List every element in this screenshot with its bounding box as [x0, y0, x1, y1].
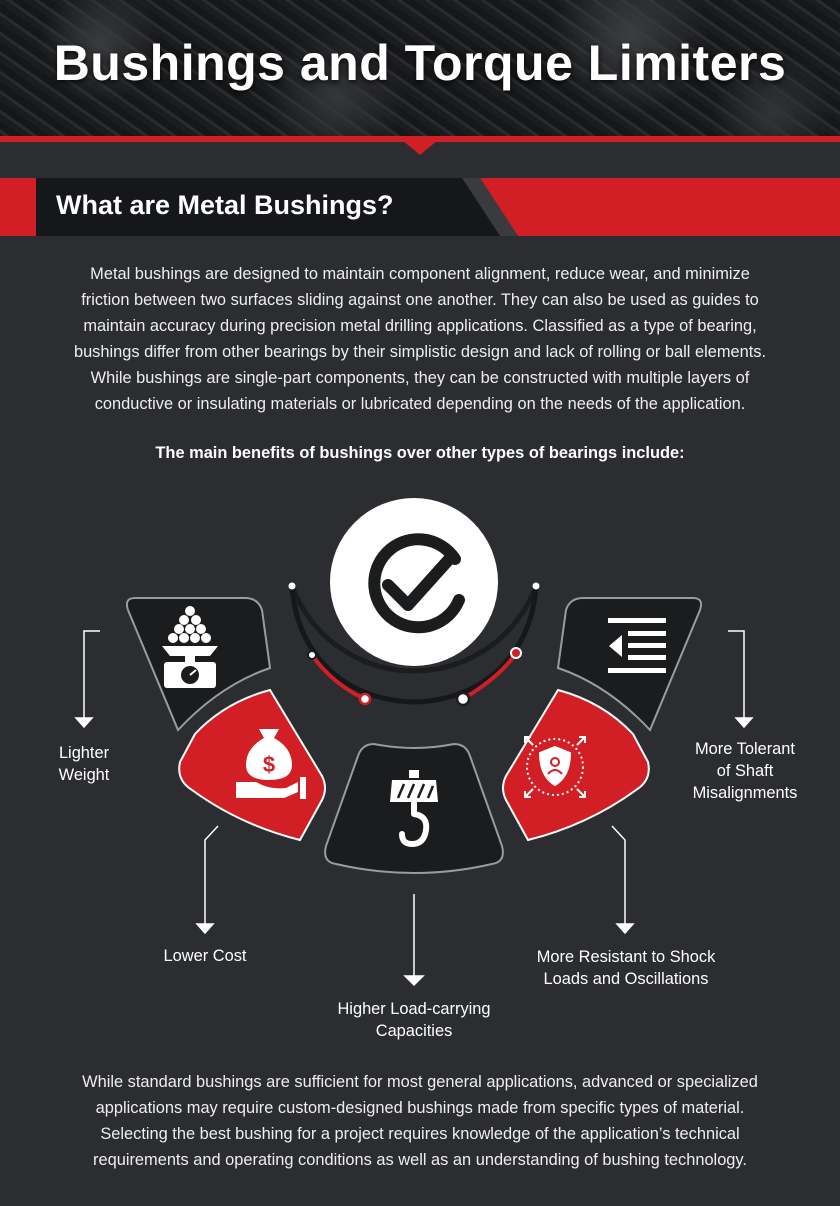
- benefit-panel-lower-cost: $: [178, 688, 326, 842]
- page-title: Bushings and Torque Limiters: [53, 35, 787, 91]
- benefit-panel-higher-load: [324, 742, 504, 874]
- benefits-diagram: $: [74, 498, 754, 987]
- scale-icon: [162, 606, 218, 688]
- intro-line: conductive or insulating materials or lu…: [94, 395, 746, 413]
- check-badge: [330, 498, 498, 666]
- crane-hook-icon: [390, 770, 438, 848]
- outro-line: Selecting the best bushing for a project…: [100, 1125, 740, 1143]
- intro-line: friction between two surfaces sliding ag…: [81, 291, 759, 309]
- outro-line: requirements and operating conditions as…: [93, 1151, 747, 1169]
- benefit-panel-lighter-weight: [125, 597, 272, 732]
- intro-line: While bushings are single-part component…: [90, 369, 750, 387]
- banner-divider: [0, 136, 840, 142]
- benefits-lead: The main benefits of bushings over other…: [155, 444, 685, 462]
- connector-shock-resistant: [611, 825, 635, 935]
- benefit-label-lower-cost: Lower Cost: [163, 947, 247, 965]
- connector-shaft-tolerant: [728, 630, 754, 729]
- benefit-label-lighter-weight: Lighter Weight: [58, 744, 110, 784]
- benefit-panel-shaft-tolerant: [556, 597, 703, 732]
- outer-arc: [289, 585, 539, 674]
- arc-dot: [288, 582, 296, 590]
- intro-line: maintain accuracy during precision metal…: [83, 317, 757, 335]
- benefit-panel-shock-resistant: [502, 688, 650, 842]
- arc-dot: [510, 647, 522, 659]
- header-banner: [0, 0, 840, 140]
- check-icon: [368, 533, 465, 634]
- arc-dot: [532, 582, 540, 590]
- intro-line: Metal bushings are designed to maintain …: [90, 265, 750, 283]
- shield-icon: [524, 736, 586, 798]
- svg-text:$: $: [263, 752, 275, 777]
- banner-notch: [402, 140, 438, 155]
- arc-track: [289, 585, 539, 705]
- section-header-bar: [0, 178, 840, 236]
- connector-lower-cost: [195, 825, 219, 935]
- benefit-label-higher-load: Higher Load-carrying Capacities: [337, 1000, 491, 1040]
- arc-dot: [307, 650, 317, 660]
- arc-dot: [455, 691, 471, 707]
- benefit-label-shaft-tolerant: More Tolerant of Shaft Misalignments: [692, 740, 798, 802]
- benefit-label-shock-resistant: More Resistant to Shock Loads and Oscill…: [536, 948, 716, 988]
- arc-dot: [358, 692, 372, 706]
- connector-lighter-weight: [74, 630, 100, 729]
- intro-paragraph: Metal bushings are designed to maintain …: [30, 261, 810, 417]
- section-title: What are Metal Bushings?: [56, 190, 394, 220]
- outro-line: applications may require custom-designed…: [95, 1099, 745, 1117]
- outro-line: While standard bushings are sufficient f…: [82, 1073, 758, 1091]
- intro-line: bushings differ from other bearings by t…: [73, 343, 767, 361]
- indent-icon: [608, 618, 666, 673]
- money-bag-icon: $: [236, 729, 306, 799]
- outro-paragraph: While standard bushings are sufficient f…: [30, 1069, 810, 1173]
- connector-higher-load: [403, 894, 425, 987]
